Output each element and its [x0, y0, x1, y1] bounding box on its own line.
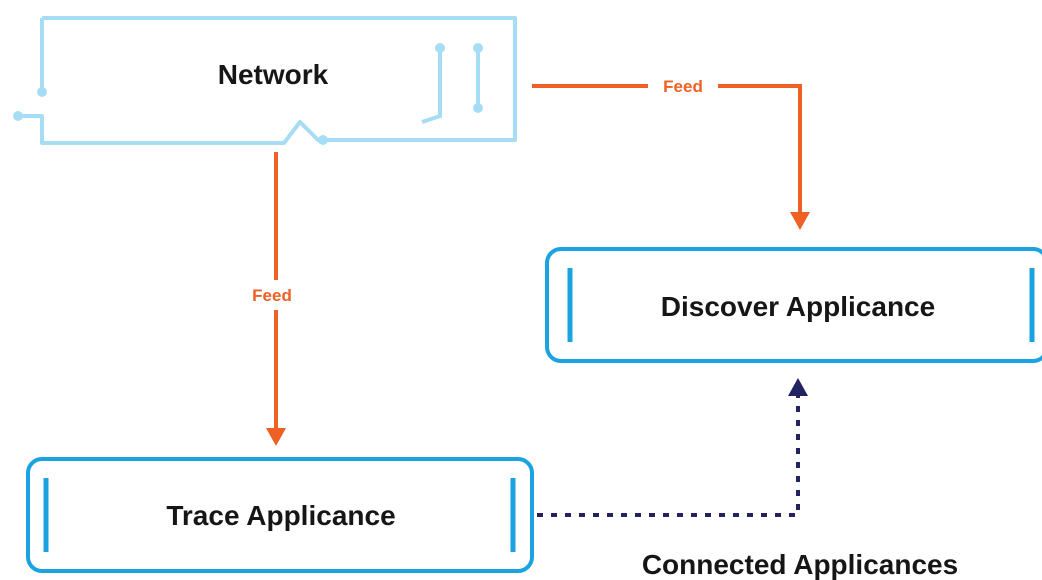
arrowhead-down-icon	[790, 212, 810, 230]
network-inner-trace	[421, 48, 442, 124]
connected-dotted-line	[537, 396, 800, 517]
network-node-dot	[318, 135, 328, 145]
network-node-dot	[473, 43, 483, 53]
feed-label-right: Feed	[663, 77, 703, 96]
feed-edge-to-trace: Feed	[252, 152, 292, 446]
feed-edge-to-discover: Feed	[532, 77, 810, 230]
trace-appliance-node: Trace Applicance	[26, 457, 534, 573]
discover-appliance-box	[545, 247, 1042, 363]
feed-label-down: Feed	[252, 286, 292, 305]
network-node-dot	[473, 103, 483, 113]
network-node-dot	[435, 43, 445, 53]
trace-appliance-label: Trace Applicance	[166, 500, 395, 531]
connected-edge: Connected Applicances	[537, 378, 958, 580]
network-node-dot	[13, 111, 23, 121]
network-node: Network	[13, 16, 517, 145]
trace-appliance-box	[26, 457, 534, 573]
network-label: Network	[218, 59, 329, 90]
discover-appliance-node: Discover Applicance	[545, 247, 1042, 363]
network-outline	[18, 16, 517, 145]
arrowhead-up-icon	[788, 378, 808, 396]
feed-connector-right	[532, 84, 802, 212]
arrowhead-down-icon	[266, 428, 286, 446]
connected-appliances-label: Connected Applicances	[642, 549, 958, 580]
discover-appliance-label: Discover Applicance	[661, 291, 935, 322]
network-node-dot	[37, 87, 47, 97]
